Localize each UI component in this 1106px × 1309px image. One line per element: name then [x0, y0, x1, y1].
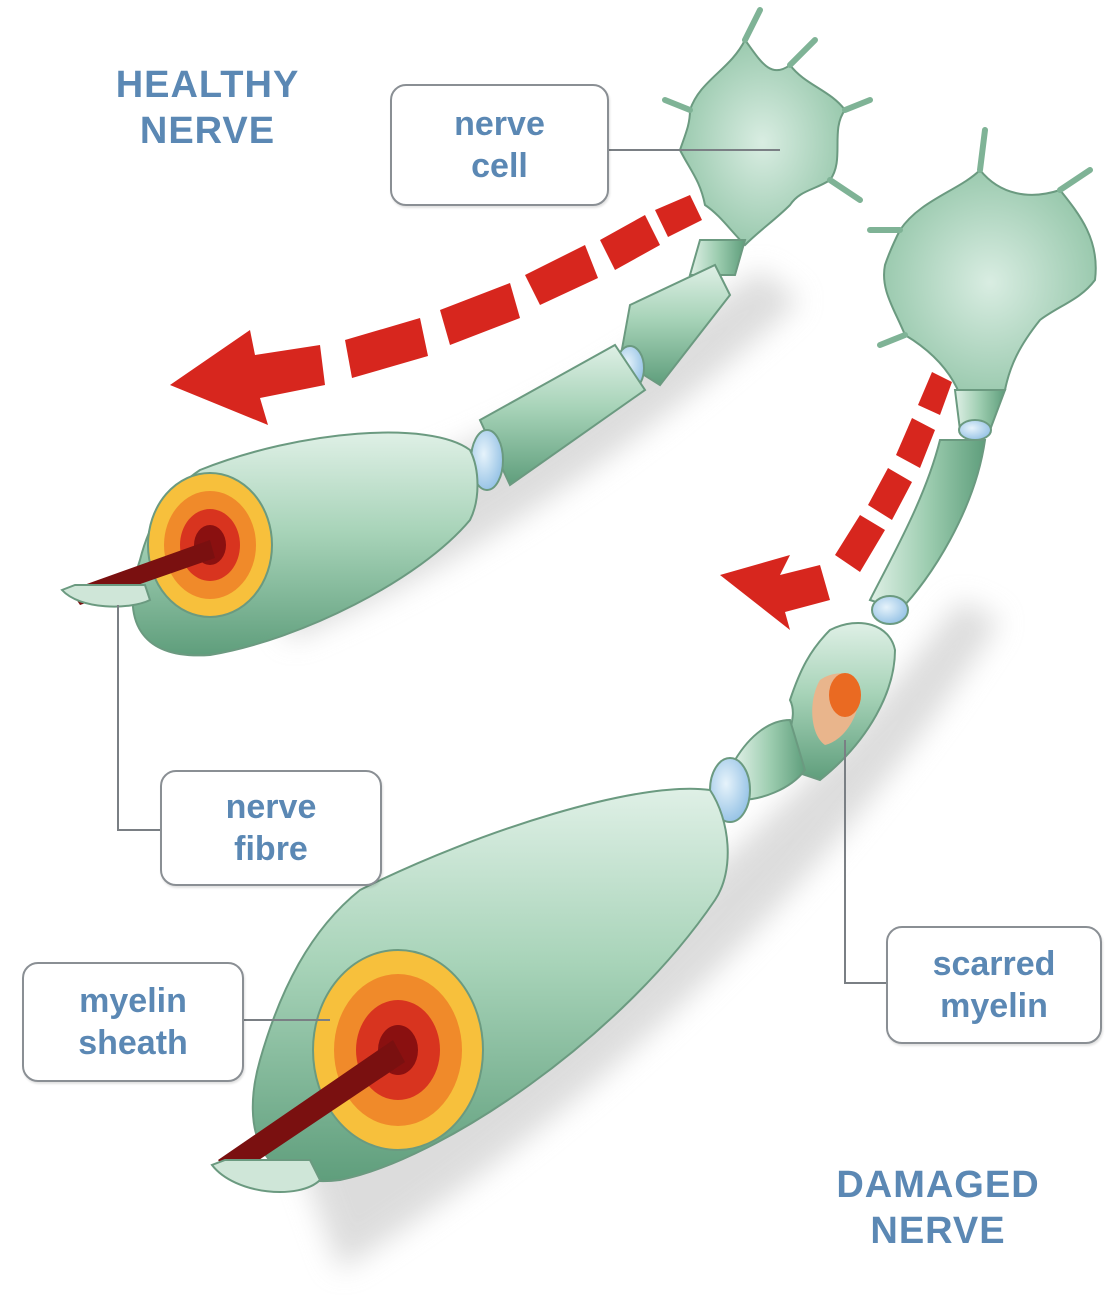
myelin-sheath-label: myelin sheath	[22, 962, 244, 1082]
scarred-myelin-label: scarred myelin	[886, 926, 1102, 1044]
nerve-cell-label: nerve cell	[390, 84, 609, 206]
damaged-nerve-cell-body	[870, 130, 1096, 395]
nerve-fibre-label: nerve fibre	[160, 770, 382, 886]
healthy-nerve-heading: HEALTHY NERVE	[100, 62, 315, 154]
damaged-node-1	[959, 420, 991, 440]
healthy-myelin-cross-section	[62, 473, 272, 617]
damaged-nerve-heading: DAMAGED NERVE	[808, 1162, 1068, 1254]
damaged-node-2	[872, 596, 908, 624]
